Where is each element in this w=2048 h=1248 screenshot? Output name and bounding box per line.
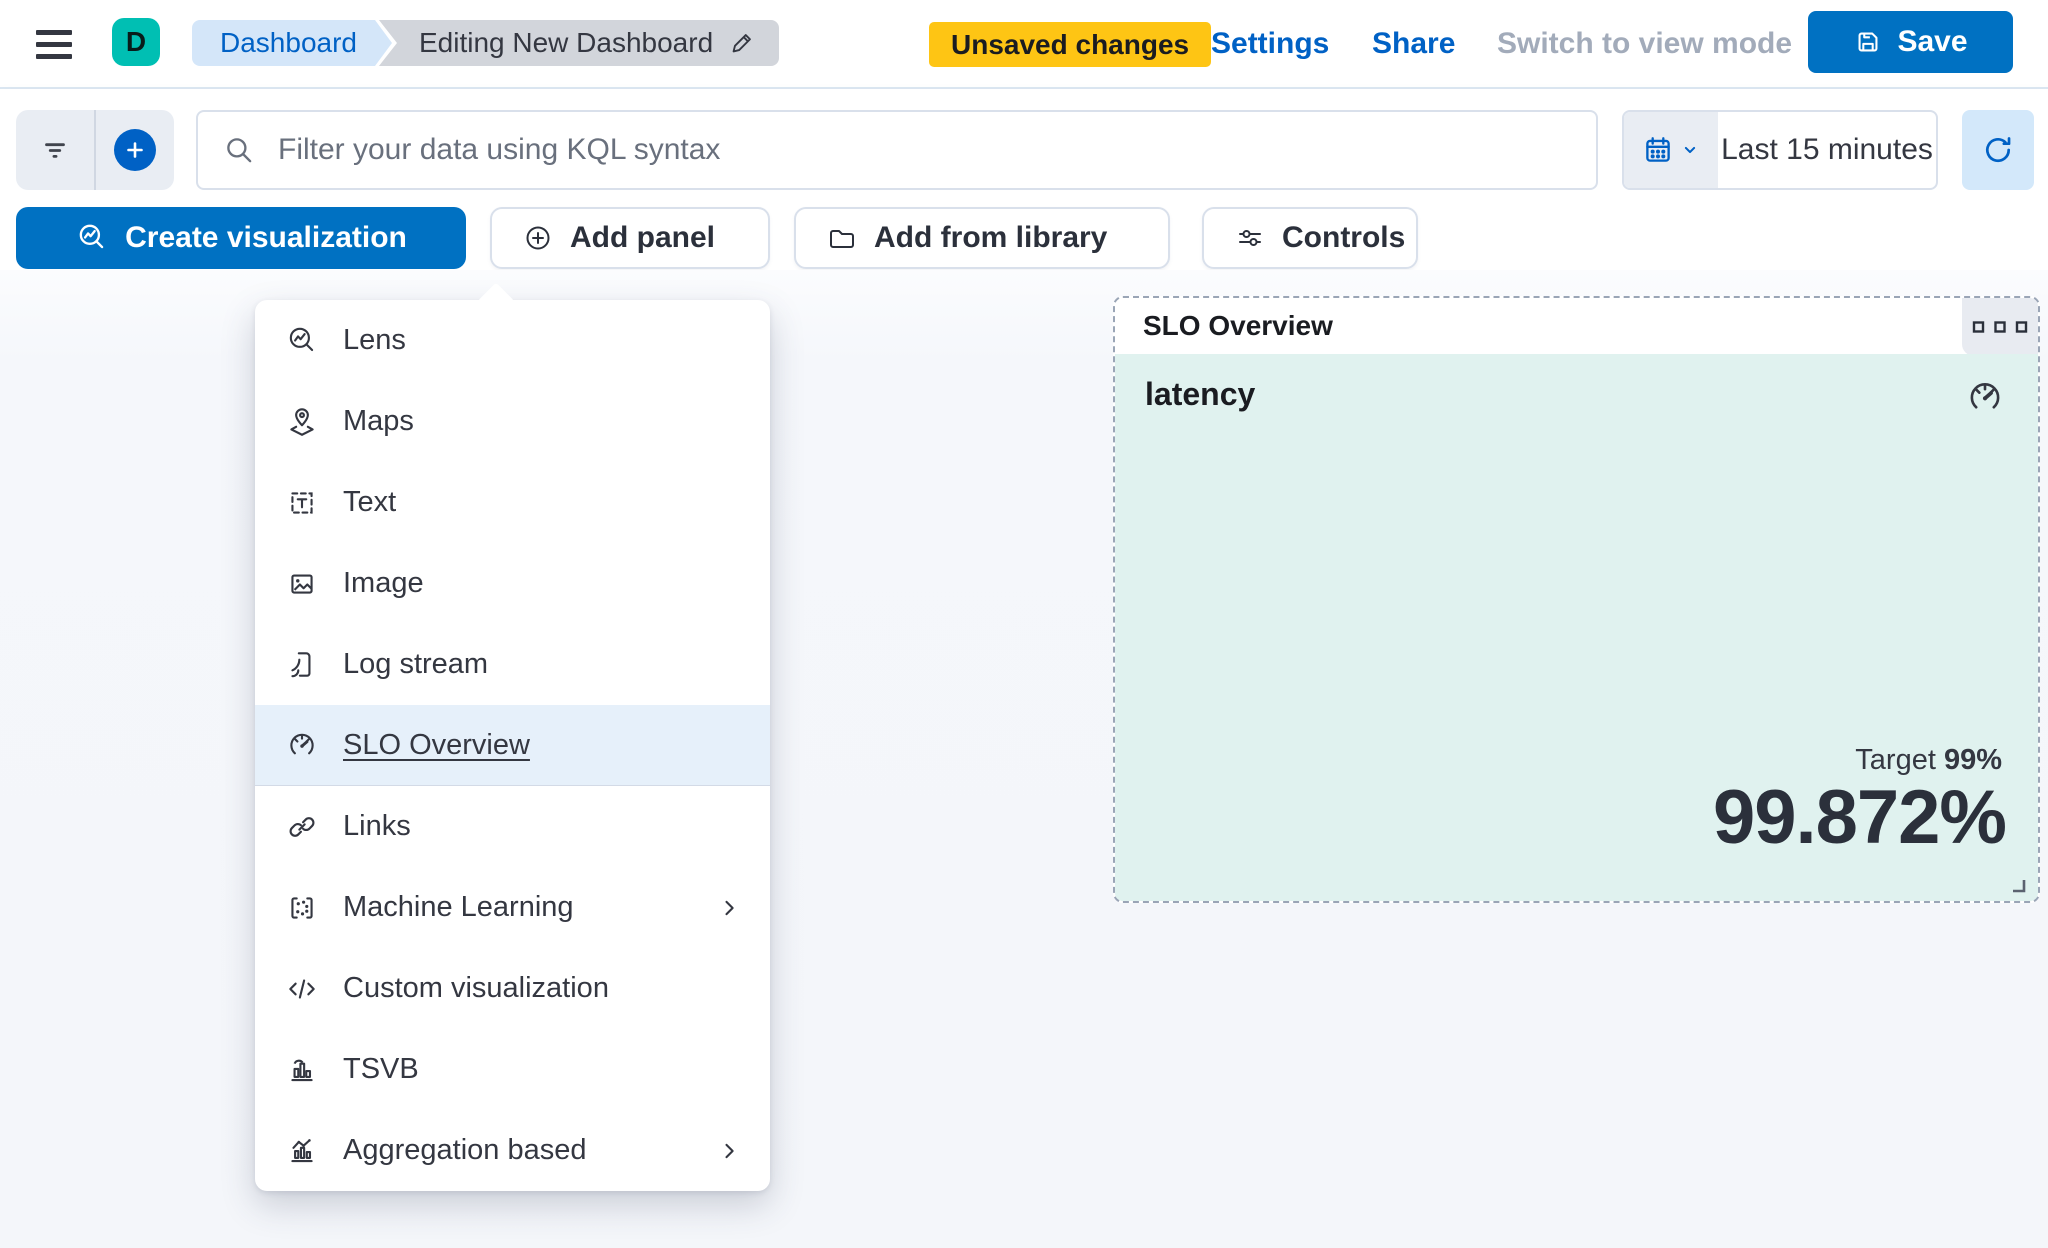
add-filter-button[interactable] <box>94 110 174 190</box>
menu-item-log-stream[interactable]: Log stream <box>255 624 770 705</box>
menu-item-label: Aggregation based <box>343 1134 587 1166</box>
image-icon <box>285 567 319 601</box>
toolbar-row: Create visualization Add panel Add from … <box>0 207 2048 269</box>
text-icon <box>285 486 319 520</box>
code-icon <box>285 972 319 1006</box>
tsvb-icon <box>285 1053 319 1087</box>
menu-item-text[interactable]: Text <box>255 462 770 543</box>
menu-item-label: SLO Overview <box>343 728 530 761</box>
add-panel-menu: Lens Maps Text Image Log stream SLO Over… <box>255 300 770 1191</box>
dashboard-canvas: Lens Maps Text Image Log stream SLO Over… <box>0 270 2048 1248</box>
plus-circle-icon <box>114 129 156 171</box>
refresh-button[interactable] <box>1962 110 2034 190</box>
menu-item-label: Links <box>343 810 411 842</box>
panel-options-icon <box>1971 318 2029 336</box>
chevron-down-icon <box>1679 139 1701 161</box>
refresh-icon <box>1980 132 2016 168</box>
filter-controls-group <box>16 110 174 190</box>
menu-item-machine-learning[interactable]: Machine Learning <box>255 867 770 948</box>
top-header-bar: D Dashboard Editing New Dashboard Unsave… <box>0 0 2048 89</box>
slo-target: Target 99% <box>1855 744 2002 777</box>
lens-icon <box>285 324 319 358</box>
unsaved-changes-badge: Unsaved changes <box>929 22 1212 67</box>
search-icon <box>222 133 256 167</box>
time-picker-calendar-button[interactable] <box>1624 112 1718 188</box>
avatar[interactable]: D <box>112 18 160 66</box>
share-link[interactable]: Share <box>1372 26 1456 60</box>
panel-title: SLO Overview <box>1143 310 1333 341</box>
switch-to-view-mode-link[interactable]: Switch to view mode <box>1497 26 1793 60</box>
panel-options-button[interactable] <box>1962 298 2038 356</box>
folder-icon <box>826 222 858 254</box>
pencil-icon <box>727 28 757 58</box>
slo-value: 99.872% <box>1712 775 2007 860</box>
aggregation-icon <box>285 1134 319 1168</box>
breadcrumb-current-label: Editing New Dashboard <box>418 27 714 58</box>
create-visualization-label: Create visualization <box>125 221 407 254</box>
menu-item-label: Log stream <box>343 648 489 680</box>
sliders-icon <box>1234 222 1266 254</box>
action-bar: Last 15 minutes Create visualization Add… <box>0 89 2048 270</box>
controls-button[interactable]: Controls <box>1202 207 1418 269</box>
menu-item-custom-visualization[interactable]: Custom visualization <box>255 948 770 1029</box>
filter-icon <box>38 133 72 167</box>
menu-item-image[interactable]: Image <box>255 543 770 624</box>
controls-label: Controls <box>1282 221 1406 254</box>
menu-item-tsvb[interactable]: TSVB <box>255 1029 770 1110</box>
menu-item-lens[interactable]: Lens <box>255 300 770 381</box>
panel-header[interactable]: SLO Overview <box>1115 298 2038 356</box>
settings-link[interactable]: Settings <box>1211 26 1330 60</box>
add-panel-button[interactable]: Add panel <box>490 207 770 269</box>
menu-item-label: TSVB <box>343 1053 419 1085</box>
slo-metric-name: latency <box>1145 376 1256 412</box>
time-range-display[interactable]: Last 15 minutes <box>1721 133 1933 166</box>
lens-icon <box>75 221 109 255</box>
plus-in-circle-icon <box>522 222 554 254</box>
add-panel-label: Add panel <box>570 221 716 254</box>
slo-overview-panel: SLO Overview latency Target 99% 99.872% <box>1113 296 2040 903</box>
gauge-icon <box>1964 376 2006 418</box>
chevron-right-icon <box>716 1137 744 1165</box>
breadcrumb-dashboard[interactable]: Dashboard <box>192 20 392 66</box>
save-disk-icon <box>1853 27 1883 57</box>
breadcrumb: Dashboard Editing New Dashboard <box>192 20 780 66</box>
menu-item-label: Image <box>343 567 424 599</box>
filter-button[interactable] <box>16 110 94 190</box>
create-visualization-button[interactable]: Create visualization <box>16 207 466 269</box>
machine-learning-icon <box>285 891 319 925</box>
chevron-right-icon <box>716 894 744 922</box>
menu-item-links[interactable]: Links <box>255 786 770 867</box>
kql-search-input[interactable] <box>276 132 1572 168</box>
time-picker: Last 15 minutes <box>1622 110 1938 190</box>
breadcrumb-current[interactable]: Editing New Dashboard <box>378 20 780 66</box>
menu-item-label: Machine Learning <box>343 891 574 923</box>
add-from-library-button[interactable]: Add from library <box>794 207 1170 269</box>
maps-icon <box>285 405 319 439</box>
kql-search-box <box>196 110 1598 190</box>
add-from-library-label: Add from library <box>874 221 1108 254</box>
menu-item-label: Maps <box>343 405 414 437</box>
menu-item-aggregation-based[interactable]: Aggregation based <box>255 1110 770 1191</box>
save-button-label: Save <box>1897 25 1968 58</box>
menu-item-label: Lens <box>343 324 406 356</box>
slo-target-label: Target <box>1855 744 1936 776</box>
log-stream-icon <box>285 648 319 682</box>
menu-item-slo-overview[interactable]: SLO Overview <box>255 705 770 786</box>
slo-target-value: 99% <box>1943 744 2002 776</box>
gauge-icon <box>285 728 319 762</box>
menu-hamburger-icon[interactable] <box>36 22 80 66</box>
link-icon <box>285 810 319 844</box>
menu-item-label: Custom visualization <box>343 972 609 1004</box>
save-button[interactable]: Save <box>1808 11 2013 73</box>
menu-item-maps[interactable]: Maps <box>255 381 770 462</box>
menu-item-label: Text <box>343 486 397 518</box>
slo-panel-content: latency Target 99% 99.872% <box>1115 354 2038 901</box>
panel-resize-handle[interactable] <box>2008 875 2030 897</box>
calendar-icon <box>1641 133 1675 167</box>
